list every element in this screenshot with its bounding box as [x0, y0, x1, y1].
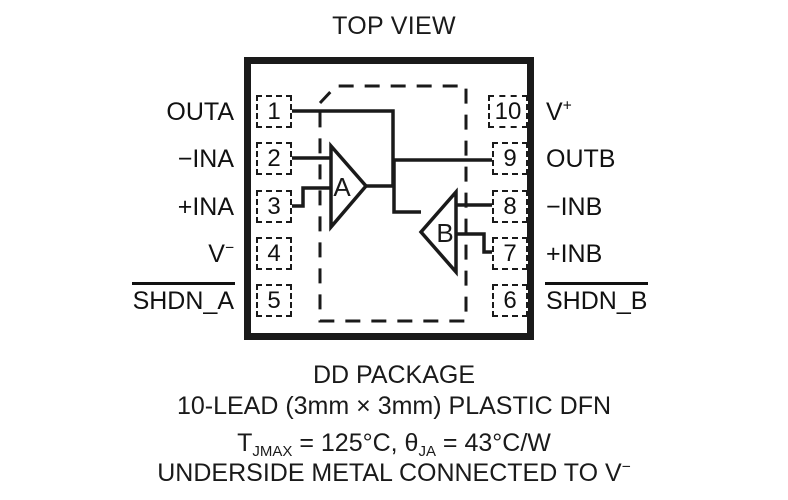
- pin-box-4[interactable]: 4: [256, 237, 292, 270]
- pin-number-3: 3: [267, 193, 281, 220]
- caption-thermal-data: TJMAX = 125°C, θJA = 43°C/W: [0, 428, 788, 460]
- pin-label-6: SHDN_B: [544, 282, 776, 315]
- pin-number-4: 4: [267, 240, 281, 267]
- pin-label-7-text: +INB: [546, 240, 603, 268]
- pin-box-3[interactable]: 3: [256, 190, 292, 223]
- pin-label-3: +INA: [24, 193, 234, 221]
- pin-number-10: 10: [494, 98, 522, 125]
- pin-box-6[interactable]: 6: [492, 284, 528, 317]
- pin-label-9: OUTB: [546, 145, 776, 173]
- pin-label-1-text: OUTA: [166, 98, 234, 126]
- pin-label-2-text: −INA: [177, 145, 234, 173]
- pin-box-2[interactable]: 2: [256, 142, 292, 175]
- theta-ja-value: = 43°C/W: [435, 429, 551, 457]
- underside-metal-sign: −: [621, 458, 631, 476]
- pin-box-9[interactable]: 9: [492, 142, 528, 175]
- pin-box-8[interactable]: 8: [492, 190, 528, 223]
- theta-ja-subscript: JA: [418, 443, 436, 460]
- pin-label-8: −INB: [546, 193, 776, 221]
- pin-label-9-text: OUTB: [546, 145, 616, 173]
- pin-label-2: −INA: [24, 145, 234, 173]
- pin-label-5: SHDN_A: [24, 282, 236, 315]
- pin-number-9: 9: [503, 145, 517, 172]
- pin-label-5-text: SHDN_A: [131, 282, 236, 315]
- pin-label-8-text: −INB: [546, 193, 603, 221]
- pin-box-5[interactable]: 5: [256, 284, 292, 317]
- pin-label-4-sign: −: [224, 239, 234, 257]
- pin-box-1[interactable]: 1: [256, 95, 292, 128]
- pin-box-10[interactable]: 10: [488, 95, 528, 128]
- pin-number-2: 2: [267, 145, 281, 172]
- tjmax-value: = 125°C, θ: [292, 429, 419, 457]
- pin-box-7[interactable]: 7: [492, 237, 528, 270]
- pin-label-6-text: SHDN_B: [544, 282, 649, 315]
- tjmax-subscript: JMAX: [252, 443, 293, 460]
- pin-label-4-text: V: [208, 240, 225, 268]
- caption-package-name: DD PACKAGE: [312, 361, 476, 389]
- caption-package-description: 10-LEAD (3mm × 3mm) PLASTIC DFN: [176, 392, 612, 420]
- pin-label-1: OUTA: [24, 98, 234, 126]
- caption-underside-metal: UNDERSIDE METAL CONNECTED TO V−: [0, 458, 788, 488]
- pin-label-10-sign: +: [562, 97, 572, 115]
- underside-metal-text: UNDERSIDE METAL CONNECTED TO V: [157, 459, 622, 487]
- pin-label-10-text: V: [546, 98, 563, 126]
- pin-number-6: 6: [503, 287, 517, 314]
- pin-number-1: 1: [267, 98, 281, 125]
- pin-label-7: +INB: [546, 240, 776, 268]
- pin-label-3-text: +INA: [177, 193, 234, 221]
- pin-number-5: 5: [267, 287, 281, 314]
- pin-number-8: 8: [503, 193, 517, 220]
- pin-number-7: 7: [503, 240, 517, 267]
- diagram-title: TOP VIEW: [332, 12, 456, 40]
- pin-label-10: V+: [546, 98, 776, 126]
- tjmax-symbol: T: [237, 429, 253, 457]
- pin-label-4: V−: [24, 240, 234, 268]
